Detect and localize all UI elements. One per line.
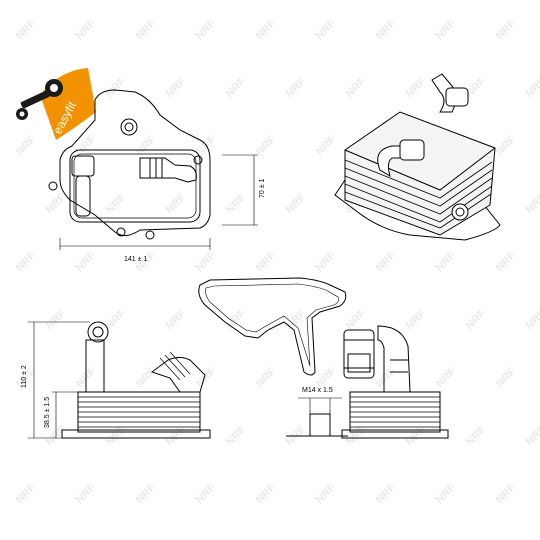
watermark-text: NRF	[494, 249, 519, 274]
watermark-text: NRF	[134, 17, 159, 42]
dimension-height-side: 110 ± 2	[21, 365, 28, 388]
watermark-text: NRF	[524, 191, 540, 216]
watermark-text: NRF	[14, 481, 39, 506]
watermark-text: NRF	[164, 191, 189, 216]
watermark-text: NRF	[464, 307, 489, 332]
watermark-text: NRF	[14, 133, 39, 158]
dimension-width: 141 ± 1	[124, 256, 147, 263]
watermark-text: NRF	[164, 307, 189, 332]
watermark-text: NRF	[404, 307, 429, 332]
watermark-text: NRF	[44, 191, 69, 216]
watermark-text: NRF	[494, 365, 519, 390]
watermark-text: NRF	[524, 423, 540, 448]
watermark-text: NRF	[224, 191, 249, 216]
watermark-text: NRF	[284, 75, 309, 100]
watermark-text: NRF	[134, 481, 159, 506]
thread-size-label: M14 x 1.5	[302, 387, 333, 394]
watermark-text: NRF	[254, 481, 279, 506]
watermark-text: NRF	[224, 75, 249, 100]
watermark-text: NRF	[224, 423, 249, 448]
watermark-text: NRF	[254, 17, 279, 42]
watermark-text: NRF	[74, 249, 99, 274]
watermark-text: NRF	[224, 307, 249, 332]
watermark-text: NRF	[134, 133, 159, 158]
watermark-text: NRF	[74, 481, 99, 506]
watermark-text: NRF	[524, 75, 540, 100]
watermark-text: NRF	[314, 481, 339, 506]
dimension-height-top: 70 ± 1	[259, 178, 266, 198]
watermark-text: NRF	[374, 17, 399, 42]
watermark-text: NRF	[194, 249, 219, 274]
gasket-drawing	[198, 277, 347, 376]
watermark-text: NRF	[14, 17, 39, 42]
watermark-text: NRF	[134, 365, 159, 390]
watermark-text: NRF	[344, 75, 369, 100]
watermark-text: NRF	[374, 365, 399, 390]
watermark-text: NRF	[284, 191, 309, 216]
watermark-text: NRF	[374, 249, 399, 274]
side-view-drawing	[341, 325, 449, 439]
watermark-text: NRF	[164, 75, 189, 100]
watermark-text: NRF	[194, 17, 219, 42]
front-view-drawing	[28, 321, 211, 439]
watermark-text: NRF	[314, 17, 339, 42]
watermark-text: NRF	[254, 249, 279, 274]
watermark-text: NRF	[194, 481, 219, 506]
watermark-text: NRF	[284, 307, 309, 332]
watermark-text: NRF	[434, 249, 459, 274]
watermark-text: NRF	[14, 249, 39, 274]
watermark-text: NRF	[404, 75, 429, 100]
watermark-text: NRF	[314, 133, 339, 158]
watermark-text: NRF	[74, 17, 99, 42]
watermark-text: NRF	[104, 191, 129, 216]
watermark-text: NRF	[44, 307, 69, 332]
watermark-text: NRF	[74, 133, 99, 158]
isometric-view-drawing	[334, 73, 501, 241]
watermark-text: NRF	[374, 481, 399, 506]
watermark-text: NRF	[254, 365, 279, 390]
watermark-text: NRF	[494, 17, 519, 42]
watermark-text: NRF	[104, 75, 129, 100]
dimension-height-core: 38.5 ± 1.5	[44, 397, 51, 428]
watermark-text: NRF	[344, 307, 369, 332]
watermark-text: NRF	[254, 133, 279, 158]
watermark-text: NRF	[494, 481, 519, 506]
watermark-text: NRF	[434, 17, 459, 42]
watermark-text: NRF	[494, 133, 519, 158]
watermark-text: NRF	[314, 249, 339, 274]
watermark-text: NRF	[434, 481, 459, 506]
watermark-text: NRF	[434, 365, 459, 390]
top-view-drawing	[48, 89, 258, 250]
thread-callout-drawing	[286, 397, 348, 437]
watermark-text: NRF	[464, 423, 489, 448]
watermark-text: NRF	[194, 365, 219, 390]
wrench-icon	[16, 79, 63, 120]
watermark-text: NRF	[524, 307, 540, 332]
